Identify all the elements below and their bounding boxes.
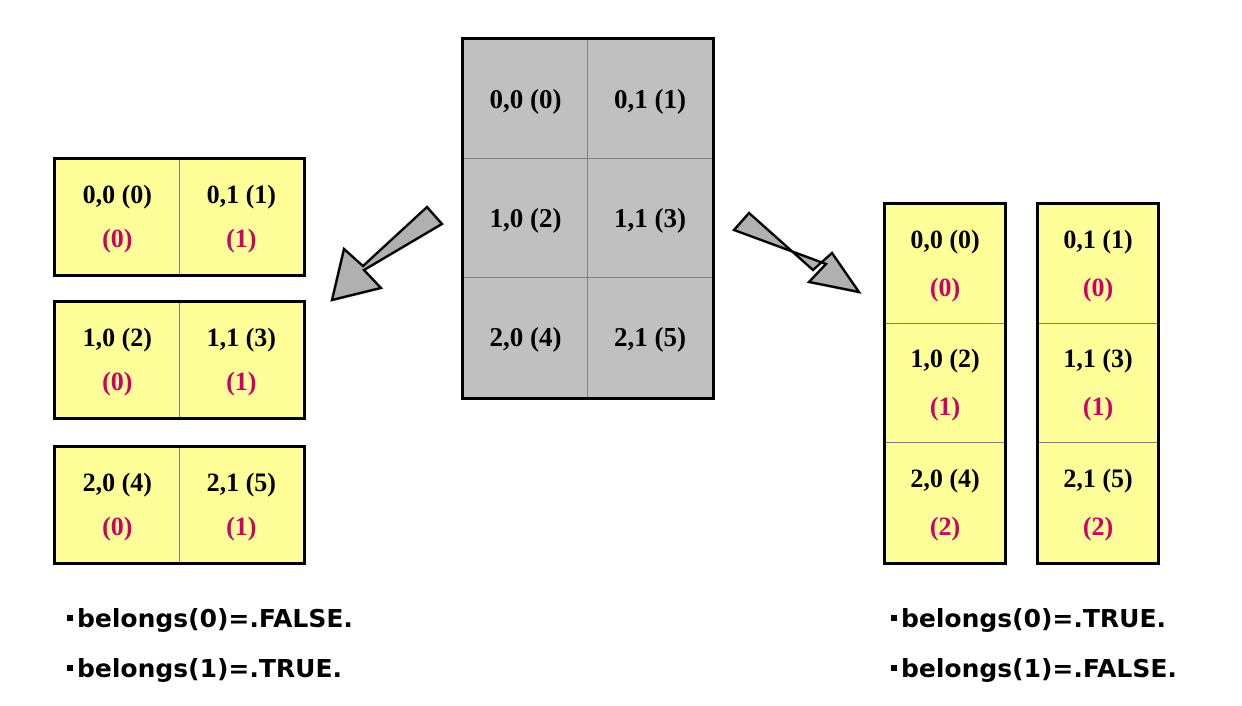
sub-cell: 2,1 (5) (2)	[1039, 443, 1157, 562]
sub-cell: 0,1 (1) (0)	[1039, 205, 1157, 324]
arrow-right-icon	[731, 211, 862, 294]
bullet-icon	[67, 615, 73, 621]
sub-cell: 1,0 (2) (1)	[886, 324, 1004, 443]
main-cell: 0,1 (1)	[588, 40, 712, 159]
note-text: belongs(1)=.TRUE.	[77, 654, 343, 683]
main-cell: 2,1 (5)	[588, 278, 712, 397]
col-split-note-1: belongs(1)=.FALSE.	[891, 654, 1177, 683]
cell-label: 0,0 (0)	[910, 225, 980, 254]
arrow-left-icon	[330, 205, 444, 302]
sub-cell: 1,0 (2) (0)	[56, 303, 180, 417]
cell-rank: (0)	[929, 273, 961, 302]
sub-cell: 0,0 (0) (0)	[886, 205, 1004, 324]
cell-rank: (0)	[102, 367, 133, 396]
bullet-icon	[891, 615, 897, 621]
main-cell: 1,0 (2)	[464, 159, 588, 278]
row-split-note-1: belongs(1)=.TRUE.	[67, 654, 342, 683]
sub-cell: 2,0 (4) (0)	[56, 448, 180, 562]
sub-cell: 2,0 (4) (2)	[886, 443, 1004, 562]
cell-label: 1,0 (2)	[82, 323, 152, 352]
cell-rank: (1)	[929, 392, 961, 421]
sub-cell: 1,1 (3) (1)	[180, 303, 304, 417]
cell-label: 2,0 (4)	[910, 463, 980, 493]
cell-label: 2,1 (5)	[206, 468, 276, 497]
row-split-note-0: belongs(0)=.FALSE.	[67, 604, 353, 633]
cell-rank: (1)	[226, 224, 257, 253]
cell-rank: (0)	[102, 512, 133, 541]
cell-rank: (0)	[1082, 273, 1114, 302]
cell-label: 1,1 (3)	[206, 323, 276, 352]
col-group-0: 0,0 (0) (0) 1,0 (2) (1) 2,0 (4) (2)	[883, 202, 1007, 565]
note-text: belongs(0)=.FALSE.	[77, 604, 353, 633]
cell-label: 2,0 (4)	[489, 322, 562, 352]
cell-label: 0,1 (1)	[614, 83, 686, 114]
cell-rank: (2)	[1082, 511, 1114, 541]
row-group-2: 2,0 (4) (0) 2,1 (5) (1)	[53, 445, 306, 565]
cell-rank: (1)	[226, 367, 257, 396]
main-cell: 2,0 (4)	[464, 278, 588, 397]
cell-label: 2,0 (4)	[82, 468, 152, 497]
cell-label: 0,0 (0)	[489, 83, 562, 114]
row-group-1: 1,0 (2) (0) 1,1 (3) (1)	[53, 300, 306, 420]
cell-label: 1,0 (2)	[489, 202, 562, 233]
main-grid: 0,0 (0) 0,1 (1) 1,0 (2) 1,1 (3) 2,0 (4) …	[461, 37, 715, 400]
bullet-icon	[67, 665, 73, 671]
cell-label: 2,1 (5)	[1063, 463, 1133, 493]
sub-cell: 2,1 (5) (1)	[180, 448, 304, 562]
cell-label: 0,1 (1)	[1063, 225, 1133, 254]
cell-rank: (0)	[102, 224, 133, 253]
main-cell: 1,1 (3)	[588, 159, 712, 278]
col-split-note-0: belongs(0)=.TRUE.	[891, 604, 1166, 633]
note-text: belongs(0)=.TRUE.	[901, 604, 1167, 633]
sub-cell: 0,0 (0) (0)	[56, 160, 180, 274]
cell-rank: (1)	[226, 512, 257, 541]
bullet-icon	[891, 665, 897, 671]
main-cell: 0,0 (0)	[464, 40, 588, 159]
col-group-1: 0,1 (1) (0) 1,1 (3) (1) 2,1 (5) (2)	[1036, 202, 1160, 565]
cell-label: 1,0 (2)	[910, 344, 980, 373]
cell-rank: (1)	[1082, 392, 1114, 421]
cell-label: 0,0 (0)	[82, 180, 152, 209]
sub-cell: 1,1 (3) (1)	[1039, 324, 1157, 443]
note-text: belongs(1)=.FALSE.	[901, 654, 1177, 683]
cell-rank: (2)	[929, 511, 961, 541]
sub-cell: 0,1 (1) (1)	[180, 160, 304, 274]
cell-label: 1,1 (3)	[1063, 344, 1133, 373]
cell-label: 1,1 (3)	[614, 202, 686, 233]
row-group-0: 0,0 (0) (0) 0,1 (1) (1)	[53, 157, 306, 277]
cell-label: 2,1 (5)	[614, 322, 686, 352]
cell-label: 0,1 (1)	[206, 180, 276, 209]
